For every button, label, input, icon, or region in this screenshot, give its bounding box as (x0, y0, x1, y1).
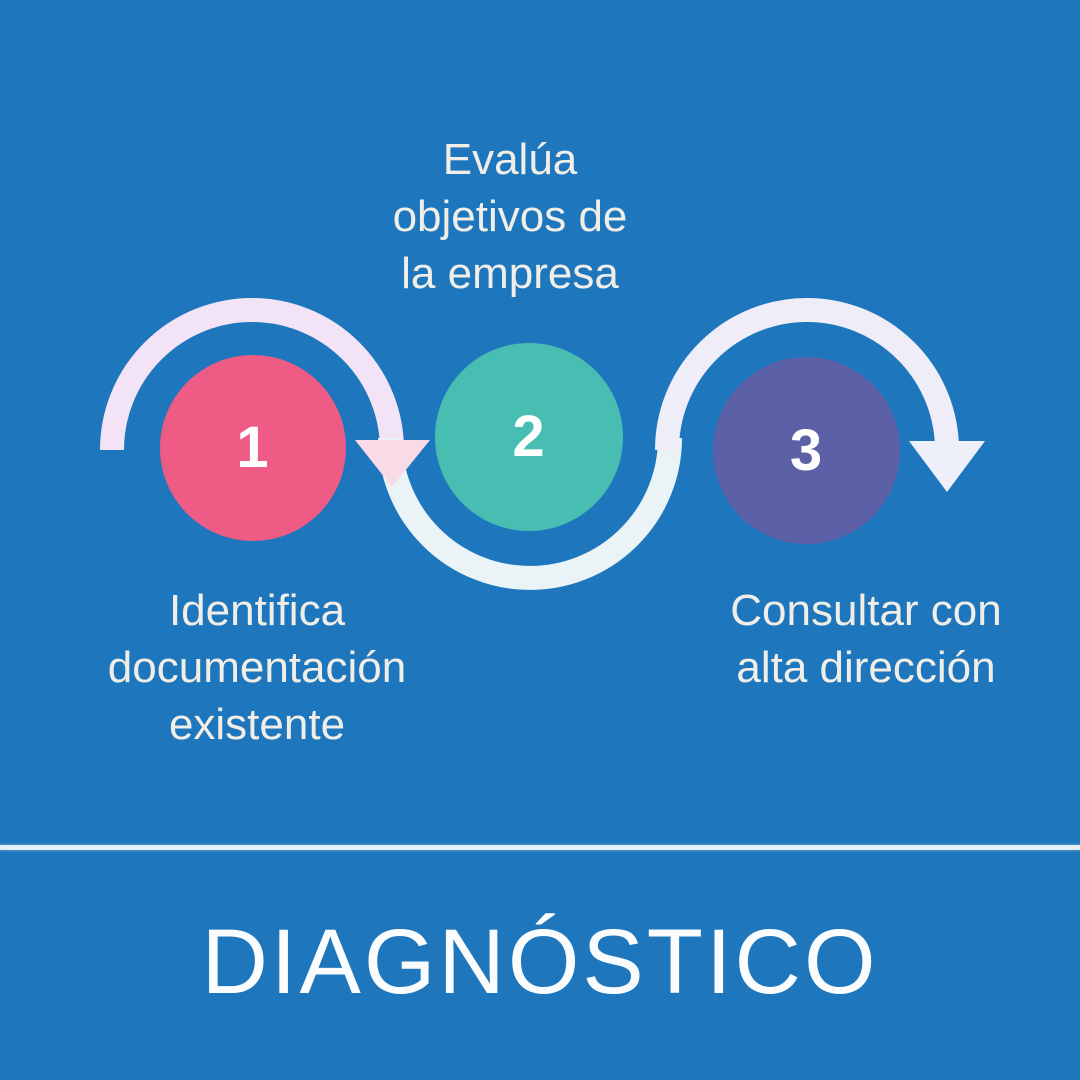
step-circle-2: 2 (435, 343, 623, 531)
arrow-down-icon (909, 441, 985, 492)
step-circle-3: 3 (713, 357, 900, 544)
step-label-2: Evalúa objetivos de la empresa (392, 135, 628, 298)
divider-line (0, 845, 1080, 850)
step-number-2: 2 (512, 404, 546, 469)
page-title: DIAGNÓSTICO (201, 911, 879, 1013)
step-number-3: 3 (789, 417, 824, 483)
flow-arc-3 (655, 298, 959, 451)
step-circle-1: 1 (160, 355, 346, 541)
step-number-1: 1 (236, 415, 270, 480)
step-label-3: Consultar con alta dirección (730, 586, 1002, 692)
flow-arc-2 (378, 437, 682, 590)
arrow-down-icon (355, 440, 430, 487)
flow-arc-1 (100, 298, 404, 451)
step-label-1: Identifica documentación existente (107, 586, 407, 749)
